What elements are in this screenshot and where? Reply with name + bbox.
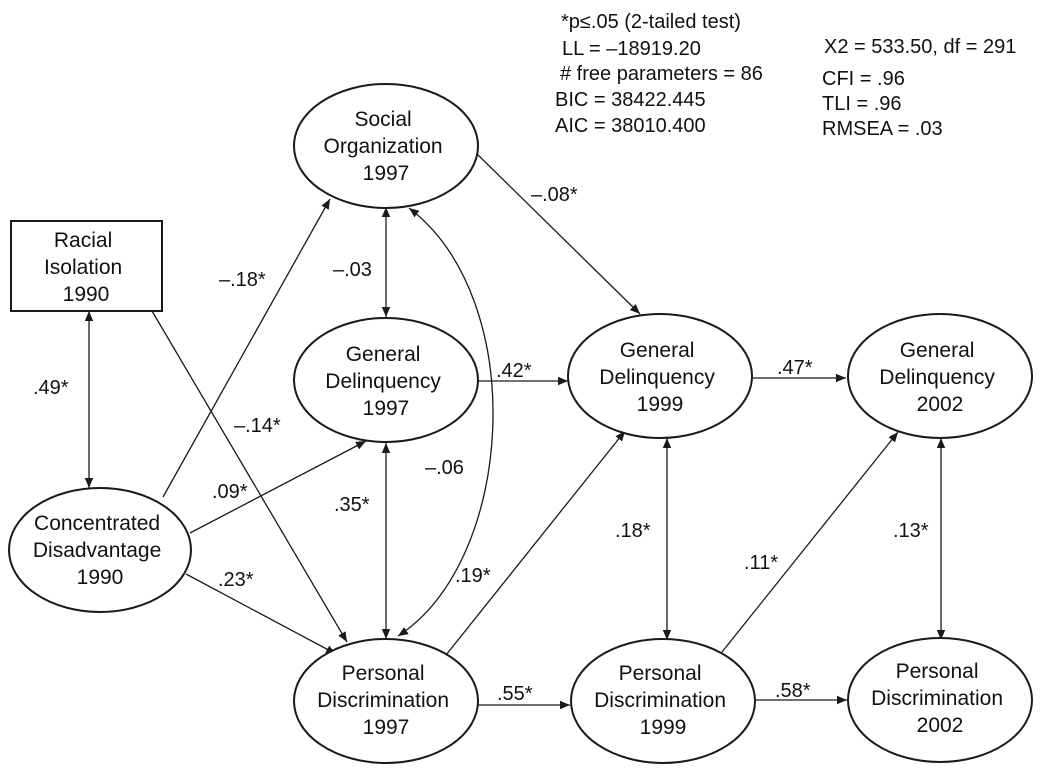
coef-ri-pd97: –.14* — [234, 415, 281, 437]
bic: BIC = 38422.445 — [555, 89, 706, 111]
node-label-line: 1990 — [63, 283, 110, 306]
node-label-line: 1997 — [363, 716, 410, 739]
node-label-line: Discrimination — [871, 687, 1003, 710]
coef-ri-cd: .49* — [33, 377, 69, 399]
coef-cd-pd97: .23* — [218, 569, 254, 591]
edge-social-organization-personal-discrimination-1997 — [397, 207, 494, 637]
node-concentrated-disadvantage-1990-ellipse — [8, 487, 192, 613]
node-label-line: Discrimination — [317, 689, 449, 712]
coef-gd02-pd02: .13* — [893, 520, 929, 542]
edge-concentrated-disadvantage-social-organization — [162, 198, 331, 498]
node-label-line: General — [900, 339, 975, 362]
node-racial-isolation-1990-box — [10, 220, 163, 312]
aic: AIC = 38010.400 — [555, 115, 706, 137]
coef-gd97-pd97: .35* — [334, 494, 370, 516]
coefficient-labels: .49* –.18* –.14* .09* .23* –.03 –.06 .35… — [33, 184, 929, 705]
node-general-delinquency-1997: General Delinquency 1997 — [293, 317, 479, 443]
coef-so-gd99: –.08* — [531, 184, 578, 206]
node-label-line: 1999 — [637, 393, 684, 416]
coef-gd99-pd99: .18* — [615, 520, 651, 542]
node-label-line: Concentrated — [34, 512, 160, 535]
node-label-line: Discrimination — [594, 689, 726, 712]
node-social-organization-1997: Social Organization 1997 — [293, 83, 479, 209]
node-label-line: Racial — [54, 229, 112, 252]
svg-text:Social Organization: Social Organization 1997 — [324, 108, 449, 185]
edge-personal-discrimination-1999-general-delinquency-2002 — [721, 431, 899, 653]
svg-text:Personal Discrimination: Personal Discrimination 1999 — [594, 662, 732, 739]
coef-gd97-gd99: .42* — [496, 360, 532, 382]
svg-text:Racial Isolation 1: Racial Isolation 1990 — [44, 229, 128, 306]
cfi: CFI = .96 — [822, 68, 905, 90]
node-label-line: Organization — [324, 135, 443, 158]
node-label-line: Personal — [342, 662, 425, 685]
svg-text:General Delinquency: General Delinquency 2002 — [879, 339, 1000, 416]
edge-concentrated-disadvantage-general-delinquency-1997 — [189, 440, 367, 534]
node-social-organization-1997-ellipse — [293, 83, 479, 209]
node-label-line: Delinquency — [599, 366, 715, 389]
coef-pd99-pd02: .58* — [775, 680, 811, 702]
coef-cd-so: –.18* — [219, 269, 266, 291]
svg-text:Personal Discrimination: Personal Discrimination 2002 — [871, 660, 1009, 737]
node-label-line: General — [620, 339, 695, 362]
edge-social-organization-general-delinquency-1999 — [473, 150, 641, 315]
svg-text:General Delinquency: General Delinquency 1999 — [599, 339, 720, 416]
node-personal-discrimination-1999-ellipse — [570, 638, 756, 764]
node-label-line: 1997 — [363, 397, 410, 420]
node-general-delinquency-1997-ellipse — [293, 317, 479, 443]
node-general-delinquency-2002-ellipse — [847, 313, 1033, 439]
node-personal-discrimination-1999: Personal Discrimination 1999 — [570, 638, 756, 764]
node-personal-discrimination-1997: Personal Discrimination 1997 — [293, 638, 479, 764]
free-parameters: # free parameters = 86 — [560, 63, 763, 85]
node-label-line: General — [346, 343, 421, 366]
coef-gd99-gd02: .47* — [777, 357, 813, 379]
coef-so-pd97: –.06 — [425, 457, 464, 479]
fit-statistics: *p≤.05 (2-tailed test) LL = –18919.20 # … — [555, 11, 1016, 140]
node-label-line: 2002 — [917, 714, 964, 737]
node-personal-discrimination-1997-ellipse — [293, 638, 479, 764]
coef-pd97-pd99: .55* — [497, 683, 533, 705]
node-label-line: Delinquency — [879, 366, 995, 389]
node-label-line: 1990 — [77, 566, 124, 589]
svg-text:General Delinquency: General Delinquency 1997 — [325, 343, 446, 420]
coef-so-gd97: –.03 — [333, 259, 372, 281]
svg-text:Personal Discrimination: Personal Discrimination 1997 — [317, 662, 455, 739]
significance-note: *p≤.05 (2-tailed test) — [561, 11, 741, 33]
coef-cd-gd97: .09* — [212, 481, 248, 503]
node-general-delinquency-1999: General Delinquency 1999 — [567, 313, 753, 439]
coef-pd97-gd99: .19* — [455, 565, 491, 587]
node-label-line: Isolation — [44, 256, 122, 279]
node-concentrated-disadvantage-1990: Concentrated Disadvantage 1990 — [8, 487, 192, 613]
edge-personal-discrimination-1997-general-delinquency-1999 — [445, 430, 626, 656]
log-likelihood: LL = –18919.20 — [562, 38, 701, 60]
node-racial-isolation-1990: Racial Isolation 1990 — [10, 220, 163, 312]
node-label-line: Personal — [896, 660, 979, 683]
edge-racial-isolation-personal-discrimination-1997 — [151, 310, 348, 643]
node-personal-discrimination-2002-ellipse — [847, 637, 1033, 763]
node-label-line: 2002 — [917, 393, 964, 416]
rmsea: RMSEA = .03 — [822, 118, 943, 140]
svg-text:Concentrated Disadvantag: Concentrated Disadvantage 1990 — [33, 512, 167, 589]
chi-square: X2 = 533.50, df = 291 — [824, 36, 1016, 58]
node-label-line: Personal — [619, 662, 702, 685]
coef-pd99-gd02: .11* — [744, 552, 778, 574]
tli: TLI = .96 — [822, 93, 902, 115]
node-label-line: 1999 — [640, 716, 687, 739]
edge-concentrated-disadvantage-personal-discrimination-1997 — [185, 573, 337, 655]
node-personal-discrimination-2002: Personal Discrimination 2002 — [847, 637, 1033, 763]
node-general-delinquency-1999-ellipse — [567, 313, 753, 439]
node-label-line: Delinquency — [325, 370, 441, 393]
node-label-line: Disadvantage — [33, 539, 161, 562]
node-general-delinquency-2002: General Delinquency 2002 — [847, 313, 1033, 439]
node-label-line: 1997 — [363, 162, 410, 185]
edges — [84, 150, 946, 710]
node-label-line: Social — [354, 108, 411, 131]
